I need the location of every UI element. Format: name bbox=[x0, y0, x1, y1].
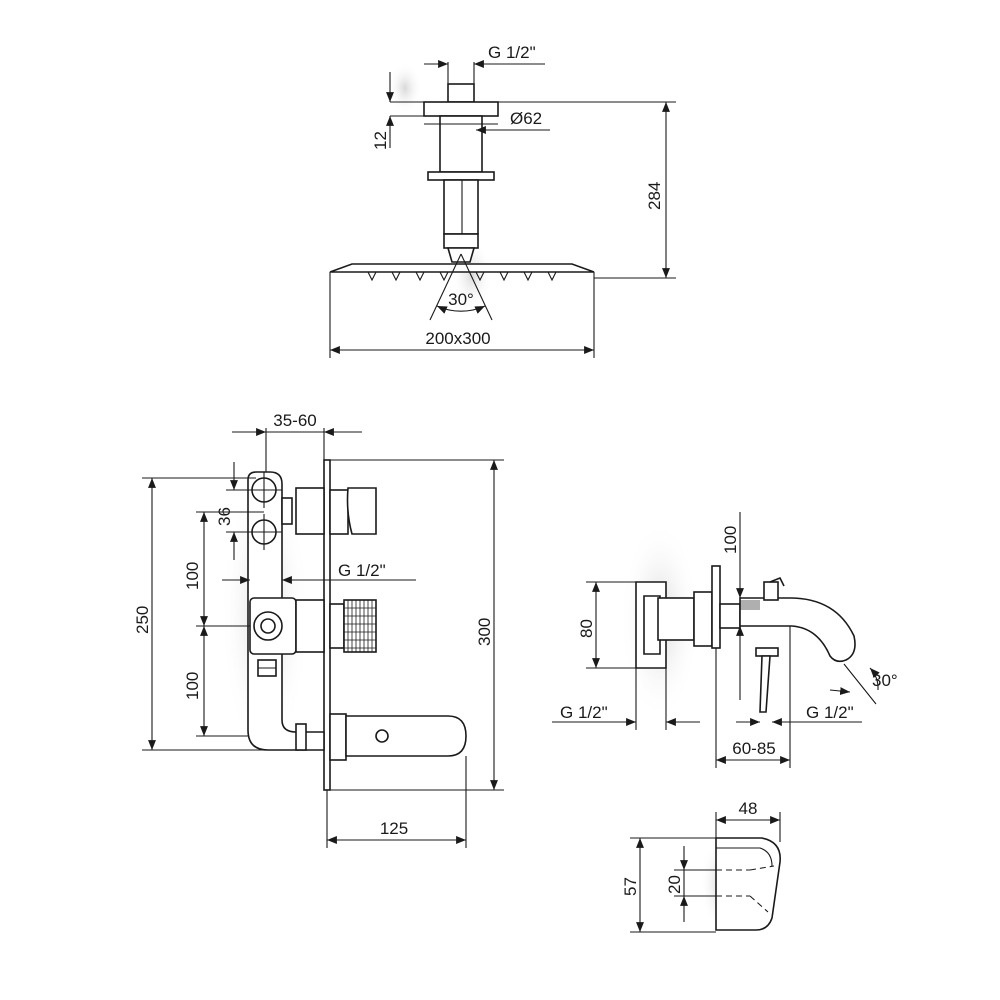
wall-outlet-view: 48 57 20 bbox=[621, 799, 781, 933]
outlet-inner-height-label: 20 bbox=[665, 875, 684, 894]
lower-rosette bbox=[329, 713, 347, 761]
projection-label: 60-85 bbox=[732, 739, 775, 758]
wall-outlet bbox=[715, 837, 781, 931]
head-size-label: 200x300 bbox=[425, 329, 490, 348]
spout bbox=[739, 597, 856, 663]
diverter-knob bbox=[763, 581, 779, 601]
flange bbox=[423, 101, 499, 117]
shadow bbox=[388, 62, 422, 114]
connector bbox=[657, 597, 695, 641]
shower-arm-lower bbox=[443, 179, 479, 235]
spout-hole bbox=[375, 729, 389, 743]
spray-angle-label: 30° bbox=[448, 290, 474, 309]
diverter-spindle bbox=[295, 487, 325, 535]
diverter-rosette bbox=[329, 489, 349, 535]
shower-plate bbox=[329, 263, 595, 273]
cover-plate bbox=[323, 459, 331, 791]
plate-width-label: 125 bbox=[380, 819, 408, 838]
outlet-width-label: 48 bbox=[739, 799, 758, 818]
thread-label: G 1/2" bbox=[488, 43, 536, 62]
mixer-body-view: 35-60 36 100 100 G 1/2" 250 300 bbox=[133, 411, 504, 848]
spout-thread-left-label: G 1/2" bbox=[560, 703, 608, 722]
mixer-height-label: 250 bbox=[133, 606, 152, 634]
lower-spout bbox=[345, 715, 467, 757]
flange-diameter-label: Ø62 bbox=[510, 109, 542, 128]
connector-nut bbox=[693, 591, 713, 647]
spout-height-label: 100 bbox=[721, 526, 740, 554]
shower-arm-upper bbox=[439, 115, 483, 173]
thread-nipple bbox=[447, 83, 475, 103]
flange-height-label: 12 bbox=[371, 131, 390, 150]
spout-plate bbox=[711, 565, 721, 649]
depth-range-label: 35-60 bbox=[273, 411, 316, 430]
spout-thread-right-label: G 1/2" bbox=[806, 703, 854, 722]
bath-spout-view: 30° 100 80 G 1/2" G 1/2" 60-85 bbox=[552, 512, 898, 768]
knob-knurl bbox=[344, 600, 376, 652]
diverter-handle bbox=[346, 487, 377, 535]
spout-angle-label: 30° bbox=[872, 671, 898, 690]
mixer-thread-label: G 1/2" bbox=[338, 561, 386, 580]
offset-label: 36 bbox=[215, 507, 234, 526]
shower-head-view: 30° G 1/2" Ø62 12 284 200x300 bbox=[329, 43, 676, 358]
hose-connector bbox=[759, 655, 771, 713]
cartridge-rosette bbox=[329, 603, 345, 649]
arm-ring bbox=[427, 171, 495, 181]
upper-spacing-label: 100 bbox=[183, 562, 202, 590]
lower-spacing-label: 100 bbox=[183, 672, 202, 700]
plate-height-label: 300 bbox=[475, 618, 494, 646]
cartridge-spindle bbox=[295, 599, 325, 653]
outlet-height-label: 57 bbox=[621, 877, 640, 896]
nozzle-row bbox=[367, 271, 557, 282]
ball-joint bbox=[443, 233, 479, 249]
total-height-label: 284 bbox=[645, 182, 664, 210]
body-height-label: 80 bbox=[577, 619, 596, 638]
